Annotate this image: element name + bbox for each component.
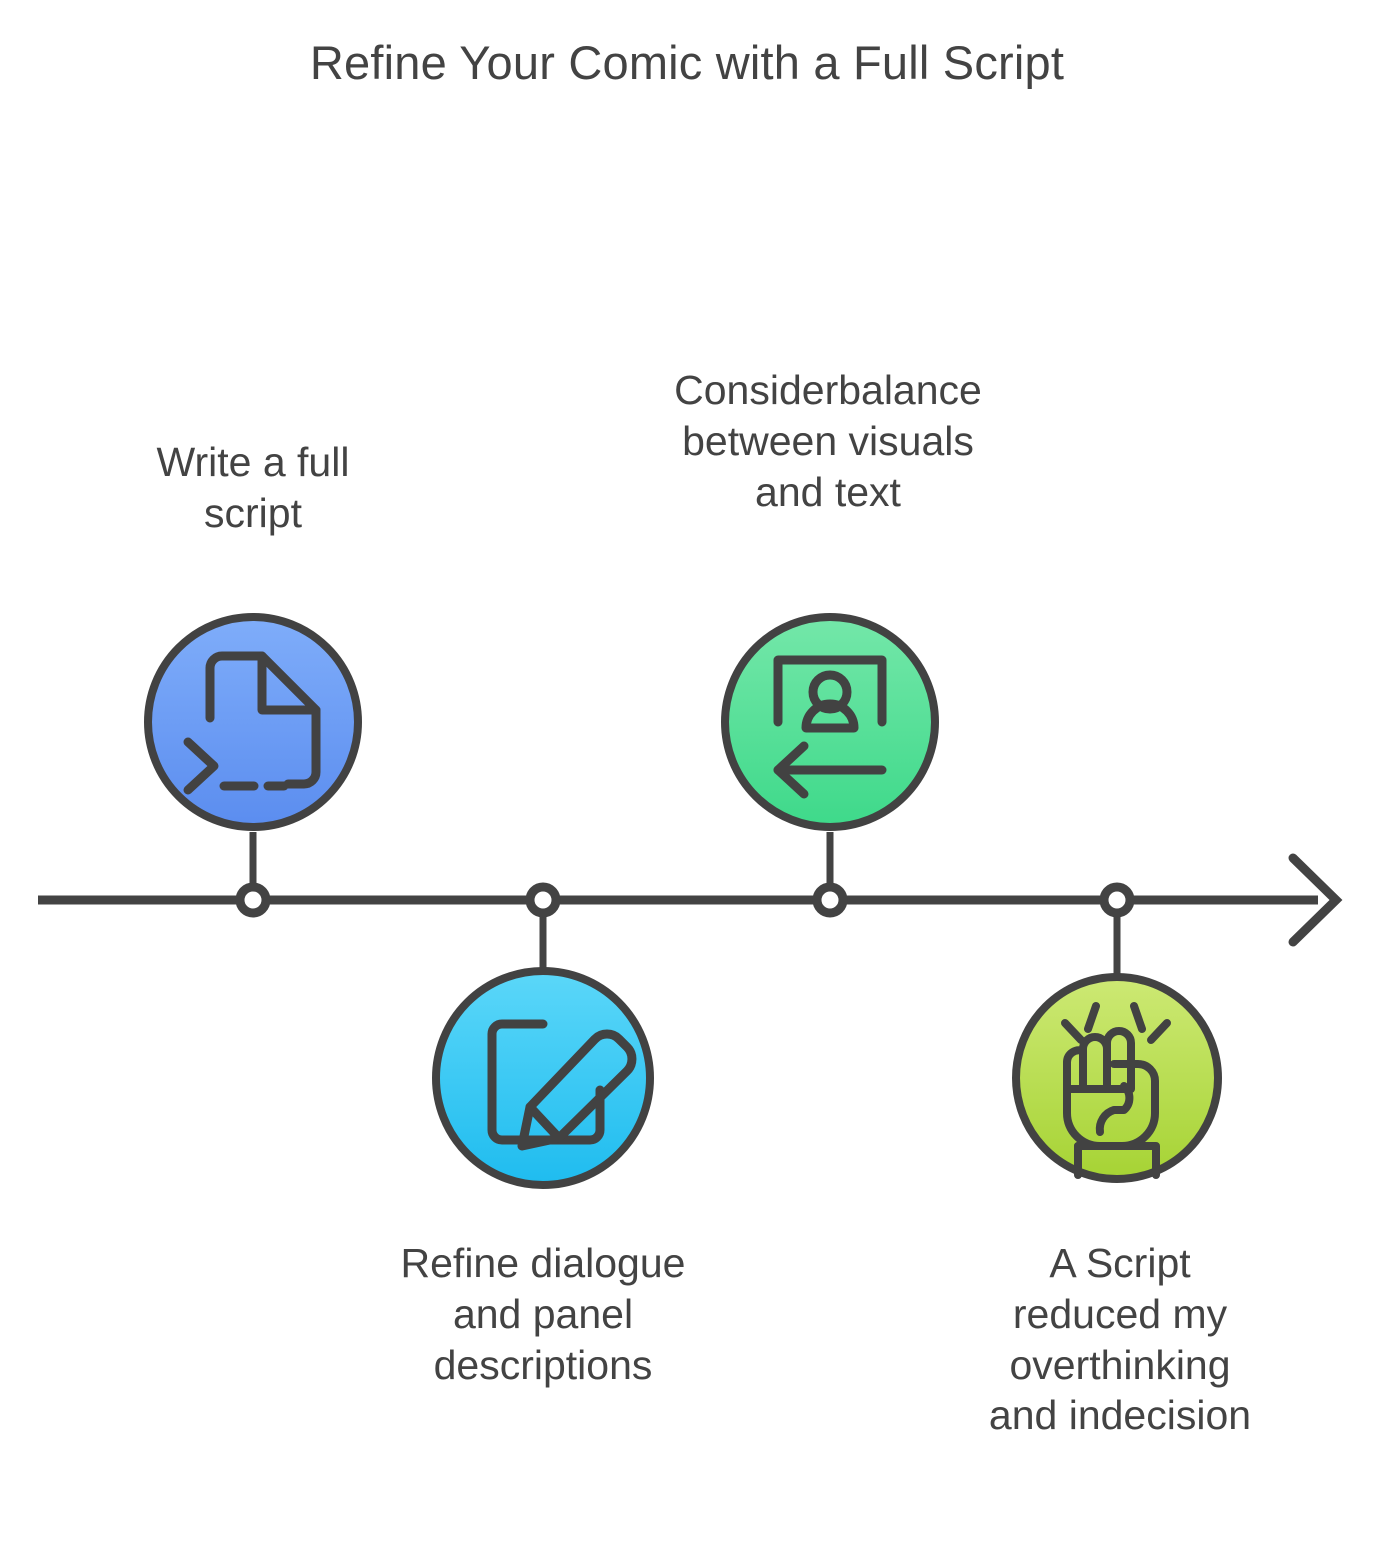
axis-dot-node-0[interactable] — [235, 882, 271, 918]
node-0-label: Write a full script — [156, 439, 350, 536]
person-frame-arrow-icon — [773, 655, 887, 799]
timeline-axis — [38, 853, 1343, 947]
page-title: Refine Your Comic with a Full Script — [309, 36, 1065, 89]
node-0-circle[interactable] — [144, 613, 362, 831]
edit-pencil-square-icon — [487, 1019, 637, 1151]
node-2-label: Refine dialogue and panel descriptions — [400, 1240, 686, 1388]
timeline-axis-dots — [235, 882, 1135, 918]
node-3-label: A Script reduced my overthinking and ind… — [988, 1240, 1252, 1439]
script-terminal-icon — [183, 651, 321, 795]
axis-dot-node-3[interactable] — [1099, 882, 1135, 918]
timeline-node-0[interactable] — [144, 613, 362, 831]
raised-fist-icon — [1061, 1002, 1171, 1179]
timeline-node-2[interactable] — [432, 967, 654, 1189]
timeline-node-1[interactable] — [721, 613, 939, 831]
node-1-circle[interactable] — [721, 613, 939, 831]
axis-arrowhead-icon — [1288, 853, 1343, 947]
node-1-label: Considerbalance between visuals and text — [674, 367, 982, 515]
axis-dot-node-1[interactable] — [812, 882, 848, 918]
timeline-node-3[interactable] — [1012, 973, 1222, 1183]
axis-dot-node-2[interactable] — [525, 882, 561, 918]
